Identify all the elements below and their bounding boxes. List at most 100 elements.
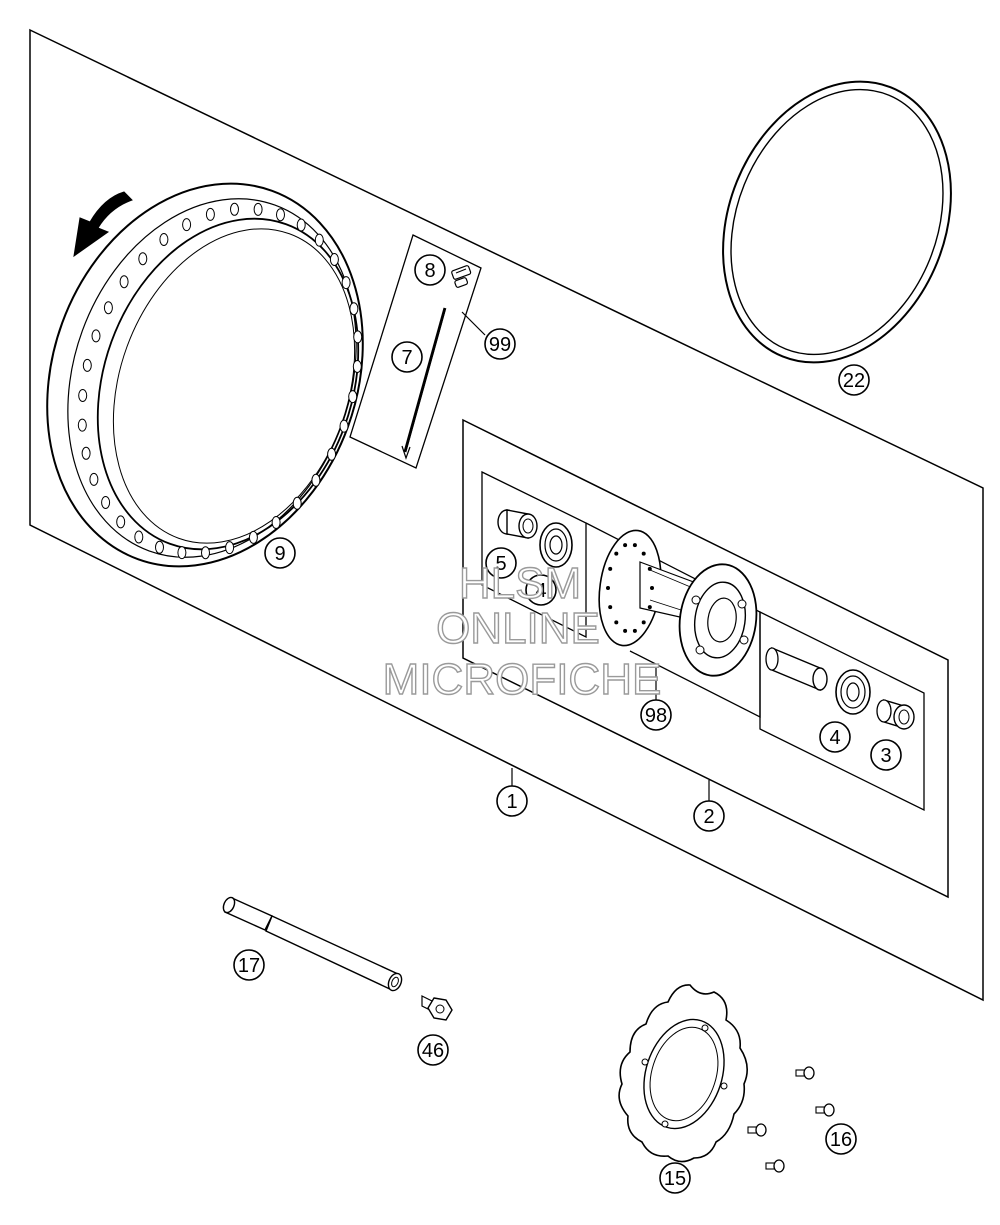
hub-hole <box>608 566 613 571</box>
spacer-right-drawing <box>876 699 915 730</box>
axle-bolt-drawing <box>421 995 453 1021</box>
callout-circle <box>484 328 516 360</box>
disc-bolt <box>765 1159 785 1173</box>
hub-hole <box>608 605 613 610</box>
callout-label: 22 <box>843 370 865 392</box>
rim-hole <box>103 301 113 315</box>
rim-hole <box>341 276 351 290</box>
rim-hole <box>253 202 263 216</box>
callout-circle <box>870 739 902 771</box>
callout-part-16: 16 <box>825 1123 857 1155</box>
rim-hole <box>138 252 148 266</box>
callout-label: 17 <box>238 955 260 977</box>
hub-assembly-panel <box>462 418 949 899</box>
callout-label: 98 <box>645 705 667 727</box>
callout-circle <box>825 1123 857 1155</box>
callout-circle <box>838 364 870 396</box>
callout-part-22: 22 <box>838 364 870 396</box>
hub-hole <box>614 551 619 556</box>
callout-circle <box>417 1034 449 1066</box>
bearing-left-drawing <box>539 522 573 568</box>
callout-part-98: 98 <box>640 699 672 731</box>
spoke-drawing <box>401 307 448 460</box>
watermark: HLSM ONLINE MICROFICHE <box>382 558 662 704</box>
rim-hole <box>327 447 337 461</box>
rim-hole <box>201 546 210 560</box>
callout-part-4b: 4 <box>525 574 557 606</box>
rim-hole <box>205 207 215 221</box>
callout-label: 2 <box>703 806 714 828</box>
callout-part-99: 99 <box>484 328 516 360</box>
hub-hole <box>641 551 646 556</box>
callout-part-46: 46 <box>417 1034 449 1066</box>
callout-part-1: 1 <box>496 785 528 817</box>
callout-circle <box>525 574 557 606</box>
part-callouts: 1 2 3 4 4 5 7 8 9 15 16 17 22 46 98 99 <box>233 254 902 1194</box>
watermark-line-1: HLSM <box>459 559 581 608</box>
watermark-line-2: ONLINE <box>436 604 600 653</box>
rim-hole <box>82 358 92 372</box>
callout-part-9: 9 <box>264 537 296 569</box>
disc-bolt <box>747 1123 767 1137</box>
wheel-hub-drawing <box>598 529 758 677</box>
watermark-line-3: MICROFICHE <box>383 655 662 704</box>
rim-hole <box>348 390 358 404</box>
hub-box-outline <box>585 522 761 719</box>
rim-hole <box>134 530 144 544</box>
disc-bolt <box>815 1103 835 1117</box>
callout-part-7: 7 <box>391 341 423 373</box>
rim-hole <box>314 233 324 247</box>
callout-part-17: 17 <box>233 949 265 981</box>
disc-bolts-drawing <box>747 1066 835 1173</box>
rim-hole <box>81 446 91 460</box>
rim-hole <box>225 541 235 555</box>
rim-hole <box>352 360 362 373</box>
assembly-panel-outline <box>29 28 984 1002</box>
rim-hole <box>311 473 321 487</box>
disc-bolt <box>795 1066 815 1080</box>
callout-part-8: 8 <box>414 254 446 286</box>
callout-circle <box>264 537 296 569</box>
callout-label: 1 <box>506 791 517 813</box>
callout-label: 15 <box>664 1168 686 1190</box>
rim-hole <box>77 418 87 432</box>
hub-hole <box>623 628 628 633</box>
callout-label: 8 <box>424 260 435 282</box>
rim-hole <box>248 530 258 544</box>
rim-hole <box>159 233 169 246</box>
callout-circle <box>485 547 517 579</box>
wheel-axle-drawing <box>222 896 403 992</box>
hub-hole <box>632 543 637 548</box>
hub-hole <box>632 628 637 633</box>
rim-hole <box>119 275 129 289</box>
callout-circle <box>640 699 672 731</box>
rim-hole <box>349 302 359 316</box>
callout-label: 5 <box>495 553 506 575</box>
callout-label: 46 <box>422 1040 444 1062</box>
callout-circle <box>693 800 725 832</box>
rim-hole <box>177 546 187 560</box>
callout-circle <box>659 1162 691 1194</box>
rim-hole <box>116 515 126 529</box>
callout-label: 7 <box>401 347 412 369</box>
brake-disc-drawing <box>618 984 748 1163</box>
callout-circle <box>819 721 851 753</box>
spacer-left-drawing <box>497 509 538 539</box>
callout-label: 3 <box>880 745 891 767</box>
callout-label: 9 <box>274 543 285 565</box>
callout-label: 99 <box>489 334 511 356</box>
rim-hole <box>296 218 306 232</box>
rim-hole <box>89 472 99 486</box>
callout-circle <box>496 785 528 817</box>
callout-label: 4 <box>829 727 840 749</box>
callout-label: 16 <box>830 1129 852 1151</box>
rim-hole <box>101 496 111 509</box>
rim-hole <box>292 496 302 510</box>
rotation-direction-arrow <box>73 191 133 258</box>
callout-label: 4 <box>535 580 546 602</box>
spoke-nipple-drawing <box>451 265 472 288</box>
callout-part-4a: 4 <box>819 721 851 753</box>
bearing-right-drawing <box>835 669 871 715</box>
rim-hole <box>271 516 281 529</box>
